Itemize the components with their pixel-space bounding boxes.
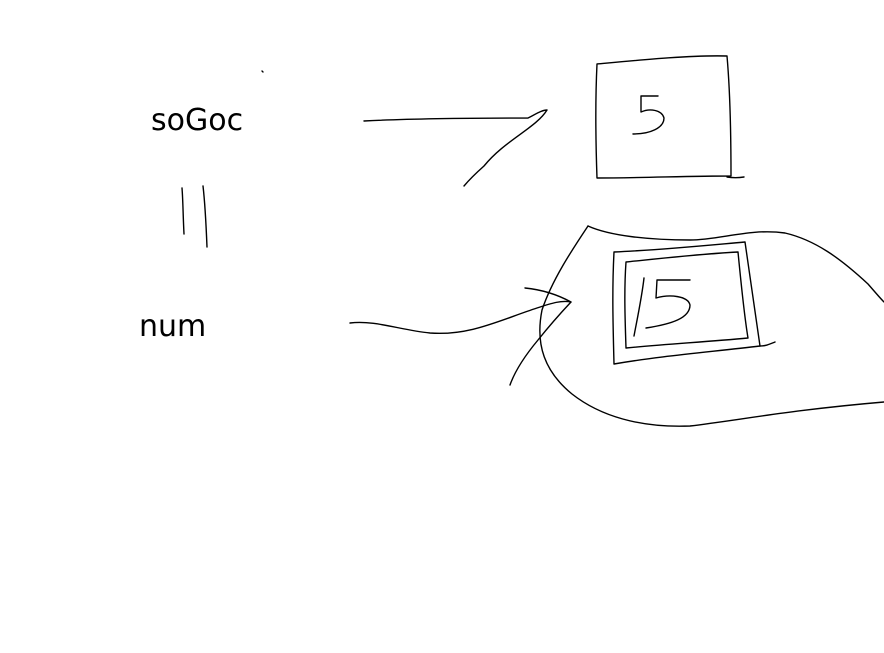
arrow-sogoc-to-box xyxy=(363,109,548,187)
arrow-head-stroke xyxy=(524,287,572,303)
equality-mark-right-stroke xyxy=(202,185,208,248)
arrow-num-to-box xyxy=(349,300,572,386)
equality-mark-left-stroke xyxy=(181,187,185,235)
bottom-value-box-outer xyxy=(612,241,761,365)
bottom-value-box-inner xyxy=(624,251,749,349)
top-box-corner-tick xyxy=(726,176,745,179)
variable-label-num: num xyxy=(139,309,207,344)
bottom-box-digit-5 xyxy=(645,279,691,329)
top-box-digit-5 xyxy=(632,95,665,135)
bottom-box-corner-tick xyxy=(759,341,776,347)
variable-label-sogoc: soGoc xyxy=(151,103,244,138)
top-value-box xyxy=(595,55,732,179)
enclosing-loop xyxy=(539,225,884,427)
stray-dot xyxy=(261,70,264,73)
bottom-box-leading-stroke xyxy=(633,277,645,337)
enclosing-loop-top xyxy=(587,225,884,303)
